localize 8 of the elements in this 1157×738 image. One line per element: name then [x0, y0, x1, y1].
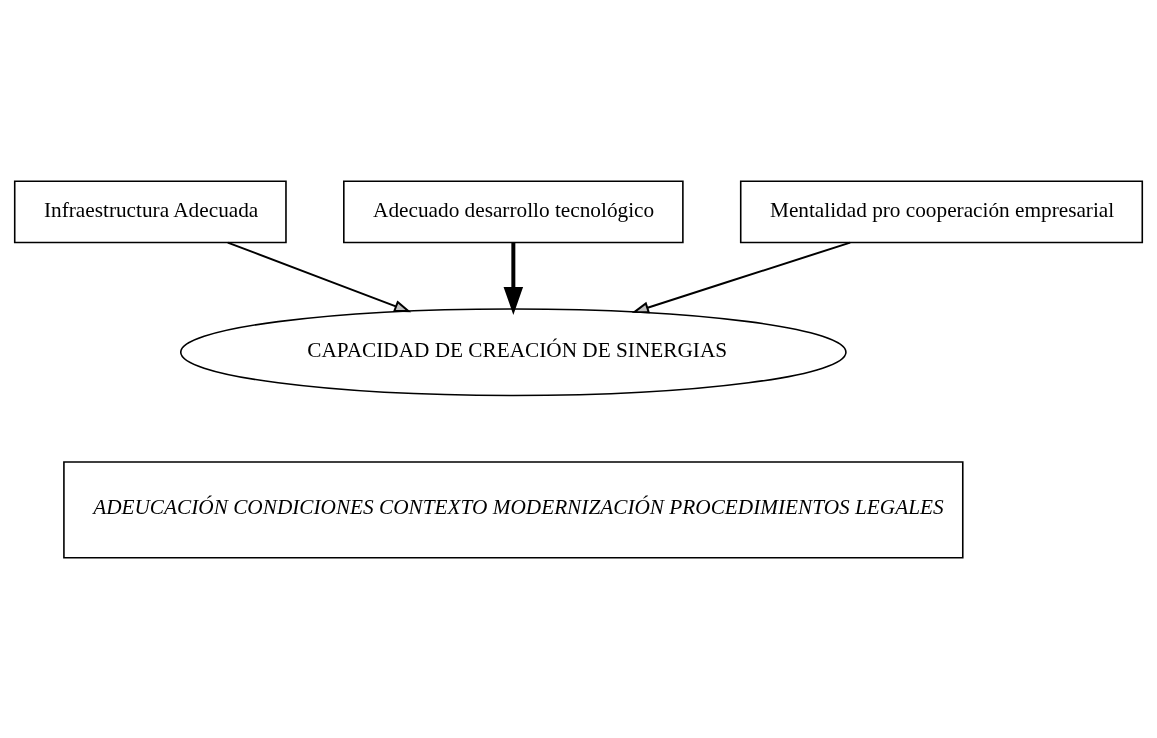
arrow [226, 241, 412, 312]
node-box: Adecuado desarrollo tecnológico [343, 180, 684, 243]
arrow [631, 241, 852, 313]
node-box: Mentalidad pro cooperación empresarial [739, 180, 1144, 243]
node-box: ADEUCACIÓN CONDICIONES CONTEXTO MODERNIZACIÓN PROCEDIMIENTOS LEGALES [63, 460, 964, 558]
node-box: Infraestructura Adecuada [13, 180, 287, 243]
arrow [503, 242, 524, 315]
node-ellipse: CAPACIDAD DE CREACIÓN DE SINERGIAS [179, 307, 847, 396]
